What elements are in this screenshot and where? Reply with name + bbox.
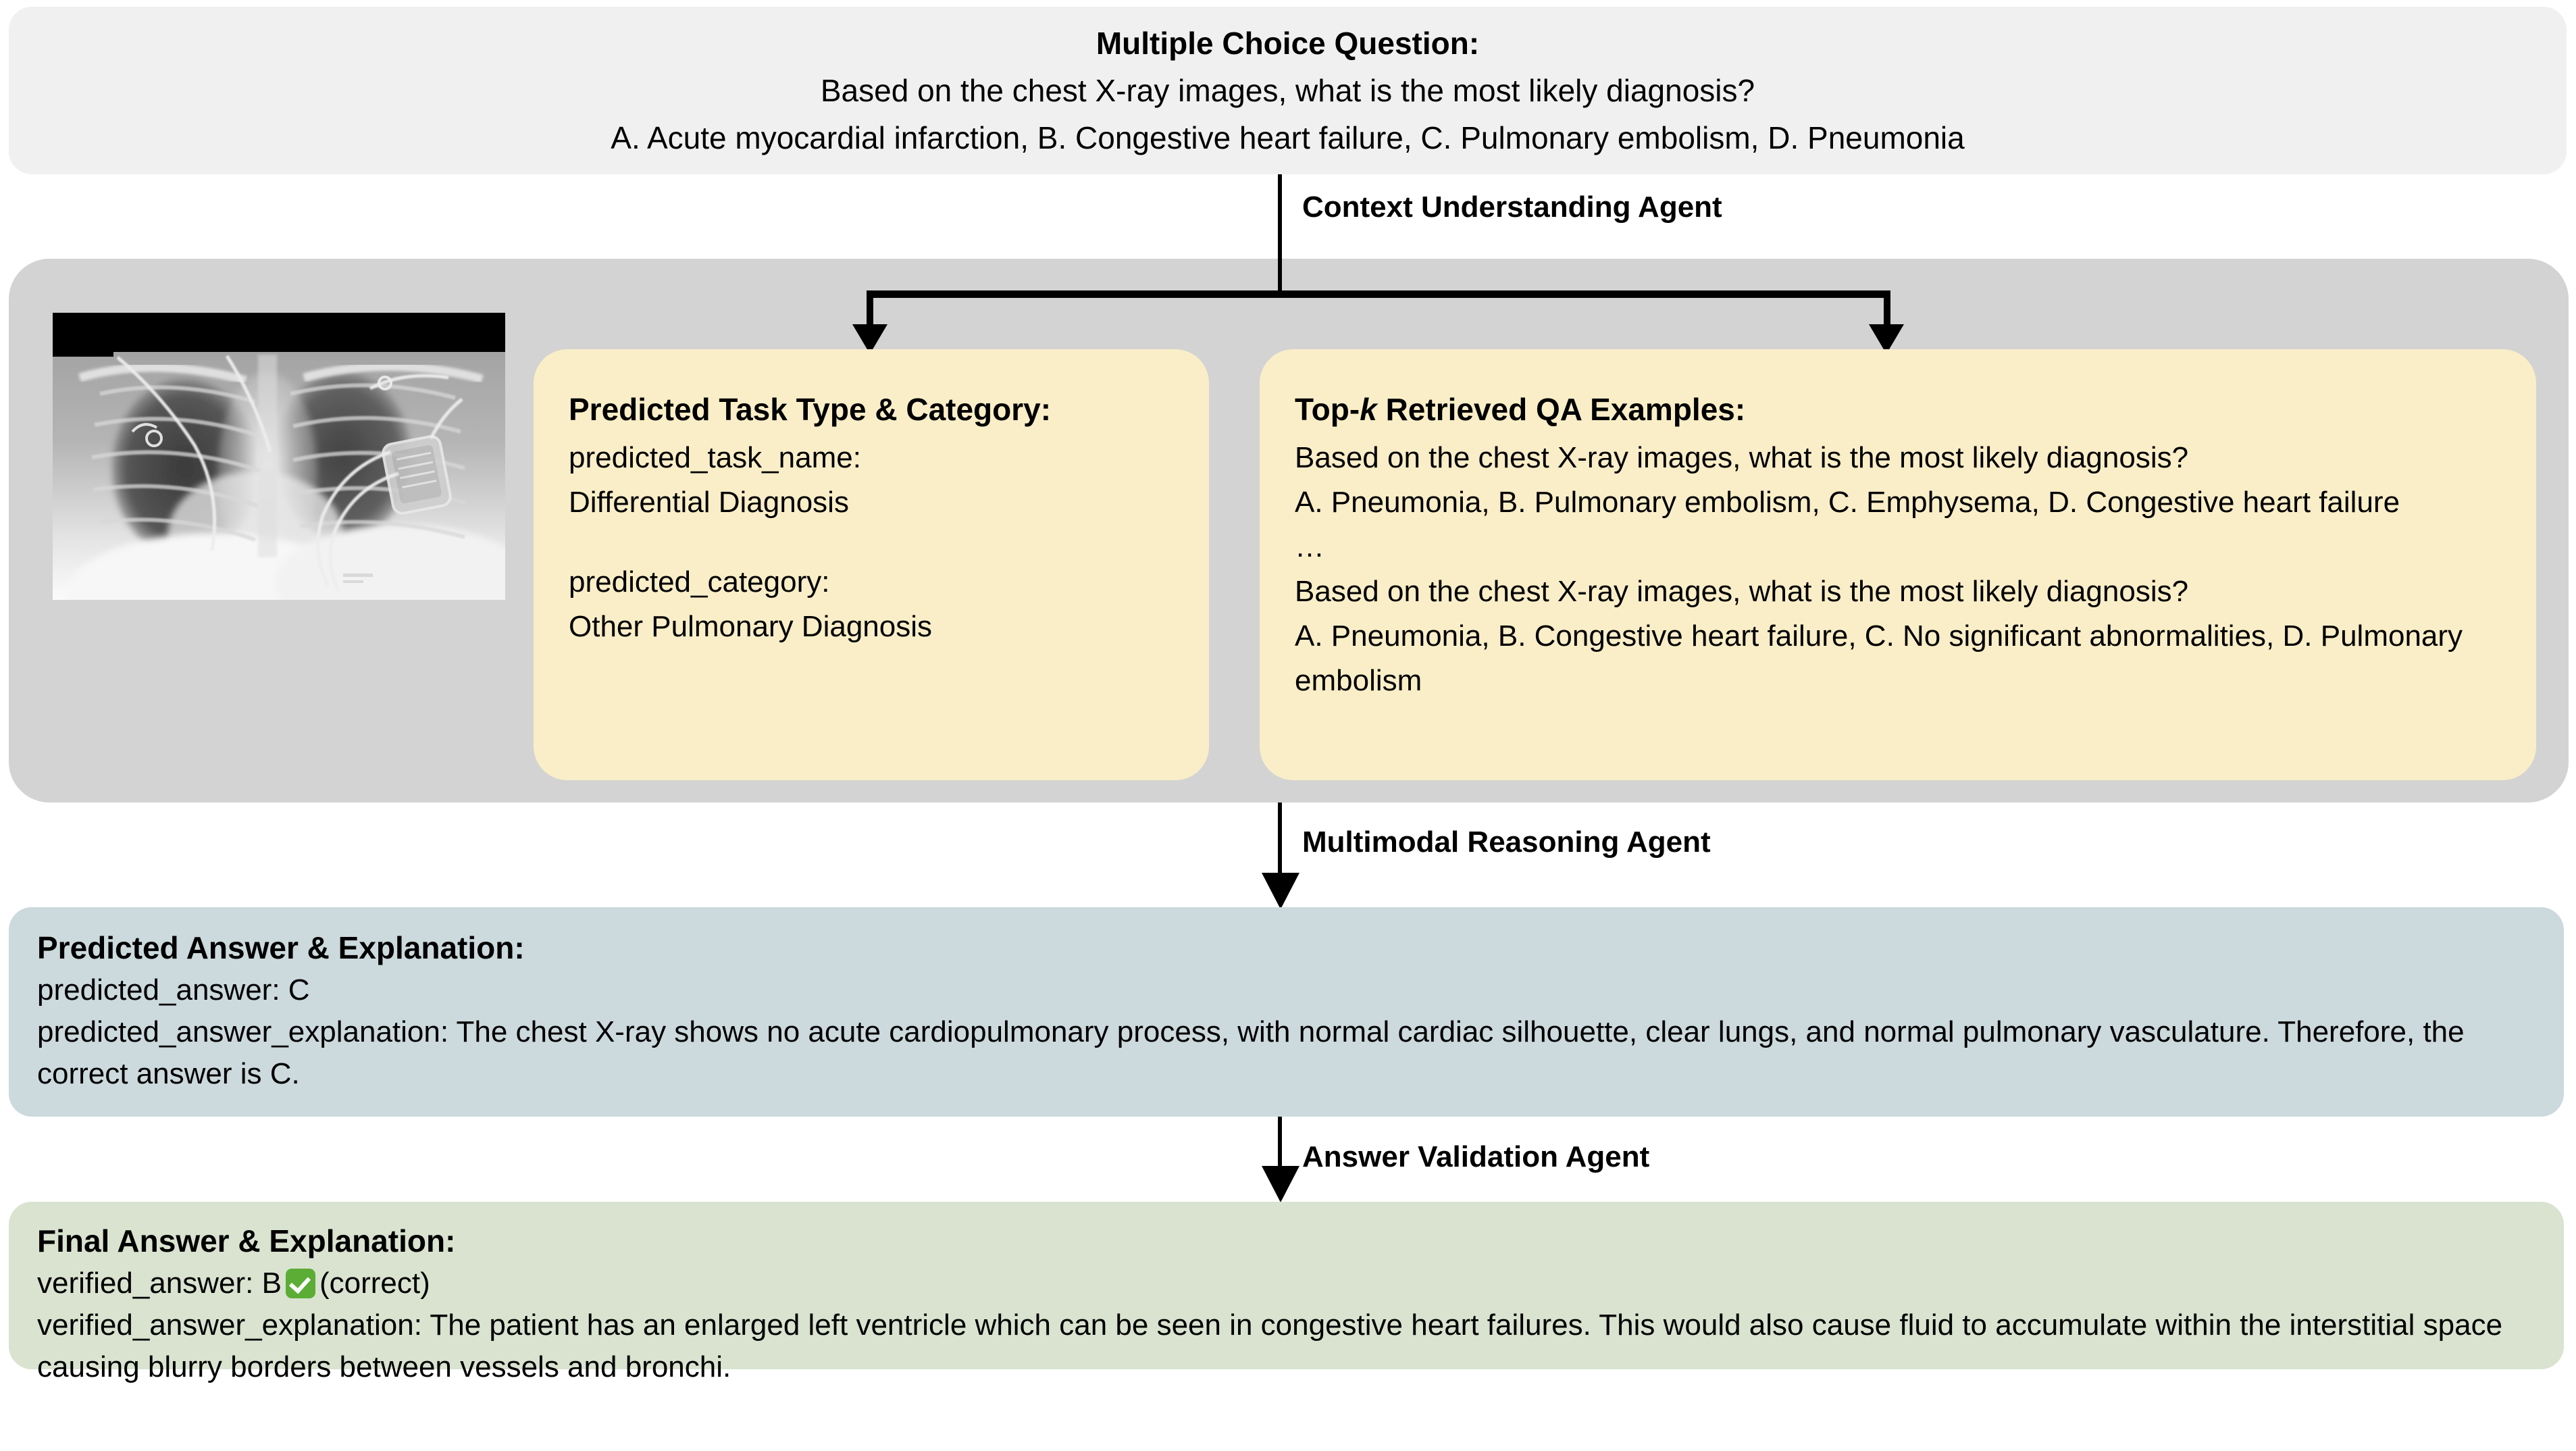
final-box-heading: Final Answer & Explanation:: [37, 1223, 456, 1258]
qa-card-heading: Top-k Retrieved QA Examples:: [1295, 387, 2501, 432]
verified-answer-prefix: verified_answer: B: [37, 1267, 282, 1300]
chest-xray-svg: [53, 313, 505, 600]
mcq-title: Multiple Choice Question:: [1096, 26, 1480, 61]
final-answer-line: verified_answer: B (correct): [37, 1263, 2535, 1304]
fork-stem-line: [1278, 259, 1282, 295]
qa-ellipsis: …: [1295, 530, 1327, 563]
arrow-down-icon-left: [852, 324, 887, 354]
connector-context-to-predicted: [1278, 803, 1282, 877]
multiple-choice-question-box: Multiple Choice Question: Based on the c…: [9, 7, 2567, 174]
connector-question-to-context: [1278, 174, 1282, 259]
answer-validation-agent-label: Answer Validation Agent: [1302, 1140, 1650, 1173]
predicted-answer-line: predicted_answer: C: [37, 973, 310, 1007]
qa-example2-question: Based on the chest X-ray images, what is…: [1295, 575, 2189, 608]
arrow-down-icon-right: [1869, 324, 1904, 354]
fork-left-leg-line: [867, 290, 873, 330]
final-explanation-line: verified_answer_explanation: The patient…: [37, 1308, 2503, 1383]
arrow-down-icon-reasoning: [1262, 873, 1299, 909]
final-answer-box: Final Answer & Explanation: verified_ans…: [9, 1202, 2564, 1383]
verified-answer-suffix: (correct): [319, 1267, 430, 1300]
task-name-key: predicted_task_name:: [569, 441, 861, 474]
predicted-task-type-card: Predicted Task Type & Category: predicte…: [534, 349, 1209, 780]
task-card-heading: Predicted Task Type & Category:: [569, 392, 1052, 427]
arrow-down-icon-validation: [1262, 1166, 1299, 1202]
chest-xray-image: [53, 313, 505, 600]
task-card-spacer: [569, 525, 1174, 560]
white-check-mark-icon: [285, 1269, 315, 1298]
qa-heading-italic-k: k: [1360, 392, 1377, 427]
category-value: Other Pulmonary Diagnosis: [569, 610, 933, 643]
predicted-answer-box: Predicted Answer & Explanation: predicte…: [9, 907, 2564, 1117]
category-key: predicted_category:: [569, 565, 830, 599]
predicted-explanation-line: predicted_answer_explanation: The chest …: [37, 1015, 2465, 1090]
qa-heading-suffix: Retrieved QA Examples:: [1376, 392, 1746, 427]
retrieved-qa-examples-card: Top-k Retrieved QA Examples: Based on th…: [1260, 349, 2536, 780]
connector-predicted-to-final: [1278, 1117, 1282, 1191]
mcq-options-text: A. Acute myocardial infarction, B. Conge…: [611, 120, 1965, 155]
qa-heading-prefix: Top-: [1295, 392, 1360, 427]
qa-example1-question: Based on the chest X-ray images, what is…: [1295, 441, 2189, 474]
context-understanding-agent-label: Context Understanding Agent: [1302, 190, 1722, 224]
multimodal-reasoning-agent-label: Multimodal Reasoning Agent: [1302, 825, 1711, 859]
qa-example2-options: A. Pneumonia, B. Congestive heart failur…: [1295, 619, 2463, 697]
fork-right-leg-line: [1884, 290, 1890, 330]
qa-example1-options: A. Pneumonia, B. Pulmonary embolism, C. …: [1295, 486, 2400, 519]
task-name-value: Differential Diagnosis: [569, 486, 849, 519]
fork-horizontal-bar: [870, 290, 1890, 298]
mcq-question-text: Based on the chest X-ray images, what is…: [820, 73, 1755, 108]
predicted-box-heading: Predicted Answer & Explanation:: [37, 930, 525, 965]
